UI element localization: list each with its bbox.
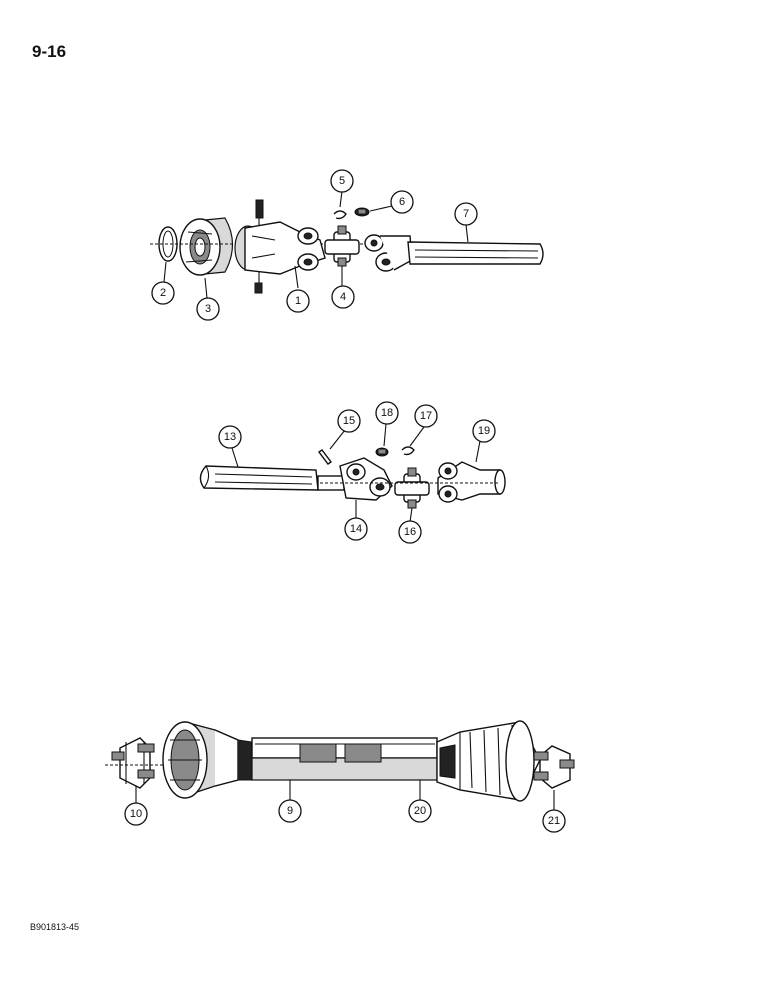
svg-text:17: 17	[420, 410, 432, 422]
part-4-cross	[324, 225, 360, 267]
callout-18: 18	[375, 401, 399, 425]
callout-6: 6	[390, 190, 414, 214]
callout-9: 9	[278, 799, 302, 823]
svg-text:1: 1	[295, 295, 301, 307]
callout-15: 15	[337, 409, 361, 433]
callout-4: 4	[331, 285, 355, 309]
part-17-clip	[401, 446, 415, 456]
callout-19: 19	[472, 419, 496, 443]
callout-20: 20	[408, 799, 432, 823]
part-18-screw	[375, 447, 389, 457]
callout-2: 2	[151, 281, 175, 305]
part-6-screw	[354, 207, 370, 217]
callout-7: 7	[454, 202, 478, 226]
part-9-shield	[162, 721, 438, 799]
svg-text:5: 5	[339, 175, 345, 187]
callout-10: 10	[124, 802, 148, 826]
part-14-yoke	[317, 457, 393, 501]
svg-text:20: 20	[414, 805, 426, 817]
svg-text:6: 6	[399, 196, 405, 208]
part-16-cross	[394, 467, 430, 509]
callout-17: 17	[414, 404, 438, 428]
callout-1: 1	[286, 289, 310, 313]
top-leaders	[163, 190, 469, 299]
middle-assembly	[199, 446, 506, 509]
callout-5: 5	[330, 169, 354, 193]
svg-text:16: 16	[404, 526, 416, 538]
callout-14: 14	[344, 517, 368, 541]
part-3-bearing	[179, 217, 234, 276]
bottom-assembly	[105, 720, 575, 802]
bottom-leaders	[135, 780, 555, 810]
part-7-yoke-tube	[364, 234, 544, 272]
callout-3: 3	[196, 297, 220, 321]
part-20-shield	[436, 720, 541, 802]
svg-text:13: 13	[224, 431, 236, 443]
callout-13: 13	[218, 425, 242, 449]
svg-text:4: 4	[340, 291, 346, 303]
svg-text:7: 7	[463, 208, 469, 220]
svg-text:21: 21	[548, 815, 560, 827]
part-19-yoke	[437, 461, 506, 503]
svg-text:15: 15	[343, 415, 355, 427]
document-code: B901813-45	[30, 922, 80, 932]
callout-16: 16	[398, 520, 422, 544]
part-1-yoke	[234, 221, 326, 275]
svg-text:2: 2	[160, 287, 166, 299]
svg-text:3: 3	[205, 303, 211, 315]
part-13-tube	[199, 465, 319, 491]
middle-leaders	[231, 423, 481, 523]
svg-text:9: 9	[287, 805, 293, 817]
callout-21: 21	[542, 809, 566, 833]
page-number: 9-16	[32, 42, 67, 61]
top-assembly	[150, 199, 544, 294]
part-15-roll-pin	[317, 449, 333, 465]
svg-text:14: 14	[350, 523, 362, 535]
part-5-clip	[333, 210, 347, 220]
svg-text:19: 19	[478, 425, 490, 437]
svg-text:10: 10	[130, 808, 142, 820]
svg-text:18: 18	[381, 407, 393, 419]
part-10-retainer	[105, 737, 200, 789]
part-21-retainer	[533, 745, 575, 789]
